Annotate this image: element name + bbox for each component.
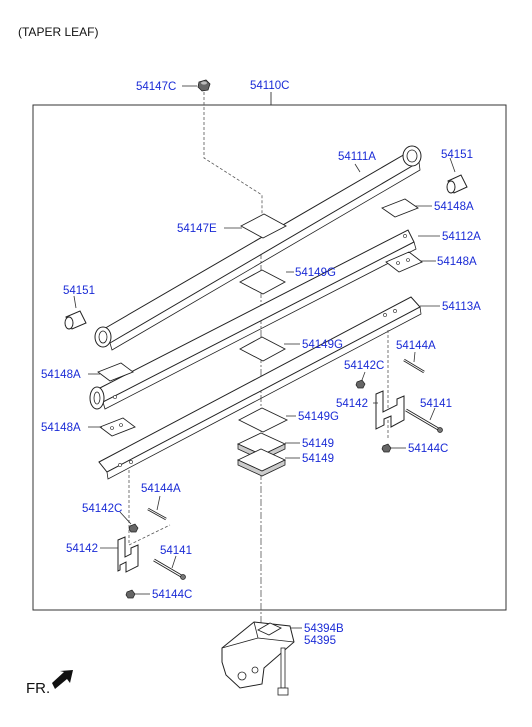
label-clip-left: 54142 [66, 543, 98, 555]
label-nut-right-bottom: 54144C [408, 443, 448, 455]
leader-leaf-main [354, 163, 361, 173]
leader-bolt-left [171, 555, 177, 569]
label-assembly: 54110C [250, 80, 289, 92]
left-bolt-part [153, 558, 186, 580]
label-spacer-b: 54149 [302, 453, 334, 465]
front-direction-label: FR. [26, 680, 50, 697]
pad-leaf2-right-part [385, 251, 423, 273]
label-nut-right-top: 54142C [344, 360, 384, 372]
label-liner-3: 54149G [298, 411, 339, 423]
leader-nut-left-top [119, 511, 132, 525]
leader-bushing-right [449, 157, 456, 173]
label-top-nut: 54147C [136, 81, 176, 93]
spring-seat-part [221, 621, 295, 689]
leaf-2-part [89, 229, 417, 410]
label-nut-left-bottom: 54144C [152, 589, 192, 601]
leader-pin-left [156, 495, 161, 511]
label-leaf-2: 54112A [442, 231, 481, 243]
pad-top-right-part [381, 198, 419, 218]
label-seat-b: 54395 [304, 635, 336, 647]
leaf-main-part [94, 145, 422, 351]
left-clip-part [117, 536, 139, 573]
label-spacer-upper: 54147E [177, 223, 217, 235]
diagram-title: (TAPER LEAF) [18, 25, 98, 39]
label-pad-left-lower: 54148A [41, 422, 81, 434]
right-clip-part [375, 390, 405, 430]
liner-1-part [239, 269, 286, 295]
leaf-3-part [98, 296, 422, 480]
label-bushing-right: 54151 [441, 149, 473, 161]
label-bolt-right: 54141 [420, 398, 452, 410]
bushing-right-part [446, 174, 468, 194]
label-clip-right: 54142 [336, 398, 368, 410]
leader-bolt-right [429, 407, 436, 421]
label-pin-left: 54144A [141, 483, 181, 495]
leader-pin-right [413, 351, 416, 363]
label-pad-left-upper: 54148A [41, 369, 81, 381]
label-leaf-3: 54113A [442, 301, 481, 313]
label-spacer-a: 54149 [302, 438, 334, 450]
label-nut-left-top: 54142C [82, 503, 122, 515]
front-arrow-icon [52, 670, 73, 689]
seat-bolt-part [277, 647, 289, 696]
spacer-stack-part [236, 432, 287, 477]
left-nut-top-part [128, 523, 139, 533]
label-bushing-left: 54151 [63, 285, 95, 297]
left-clip-dashed-line [128, 470, 171, 546]
right-nut-bottom-part [381, 443, 392, 453]
liner-3-part [238, 407, 289, 433]
pad-left-lower-part [99, 417, 136, 437]
label-liner-1: 54149G [295, 267, 336, 279]
assembly-frame [32, 104, 507, 611]
spacer-upper-part [240, 213, 287, 239]
right-bolt-part [405, 408, 443, 433]
label-bolt-left: 54141 [160, 545, 192, 557]
leader-nut-right-top [361, 371, 366, 381]
label-pad-leaf2-right: 54148A [437, 256, 477, 268]
label-liner-2: 54149G [302, 339, 343, 351]
pad-left-upper-part [97, 362, 134, 382]
left-nut-bottom-part [125, 589, 136, 599]
bushing-left-part [64, 310, 87, 330]
label-seat-a: 54394B [304, 623, 344, 635]
top-nut-part [197, 79, 211, 92]
label-pin-right: 54144A [396, 340, 436, 352]
top-bolt-dashed-line [203, 92, 263, 252]
right-nut-top-part [355, 379, 366, 389]
label-leaf-main: 54111A [338, 151, 376, 163]
leader-bushing-left [73, 295, 77, 309]
label-pad-top: 54148A [434, 201, 474, 213]
liner-2-part [239, 336, 286, 362]
